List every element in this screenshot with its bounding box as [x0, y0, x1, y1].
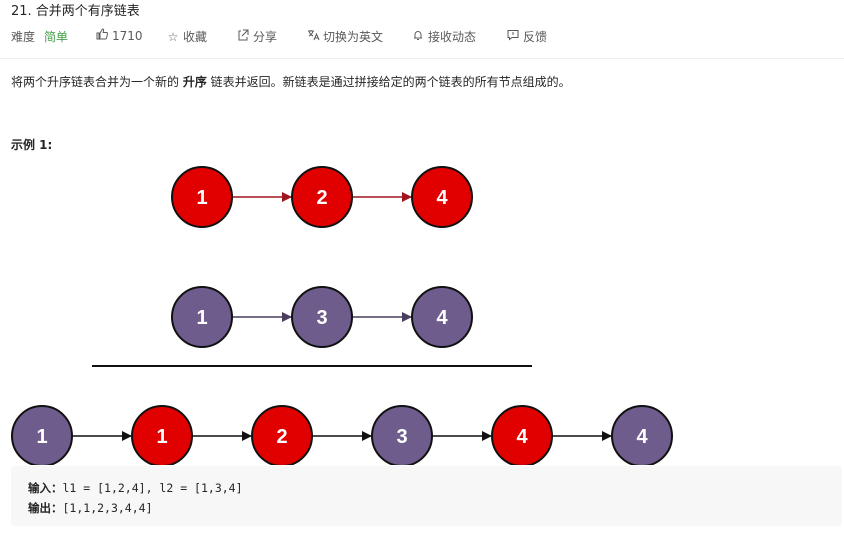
message-icon [506, 29, 520, 44]
difficulty-value: 简单 [44, 30, 69, 44]
list2-node: 4 [411, 286, 473, 348]
merged-node-circle [611, 405, 673, 465]
list2-node-label: 1 [196, 307, 207, 329]
merged-node-circle [11, 405, 73, 465]
list2-node: 1 [171, 286, 233, 348]
merged-node-circle [491, 405, 553, 465]
list2-node-circle [171, 286, 233, 348]
list2-node-circle [291, 286, 353, 348]
list2-row: 1 3 4 [171, 286, 473, 348]
like-button[interactable]: 1710 [95, 28, 143, 43]
list1-node-circle [411, 166, 473, 228]
linked-list-diagram: 1 2 4 1 3 4 1 1 2 3 4 4 [11, 166, 673, 465]
favorite-button[interactable]: ☆ 收藏 [166, 28, 207, 45]
header-divider [0, 58, 844, 59]
notify-label: 接收动态 [428, 30, 477, 44]
list1-node: 2 [291, 166, 353, 228]
list1-row: 1 2 4 [171, 166, 473, 228]
output-value: [1,1,2,3,4,4] [62, 501, 153, 515]
bell-icon [411, 29, 425, 44]
thumbs-up-icon [95, 28, 109, 43]
example-title: 示例 1: [11, 138, 53, 152]
input-label: 输入： [28, 481, 63, 495]
like-count: 1710 [112, 29, 143, 43]
feedback-button[interactable]: 反馈 [506, 28, 547, 45]
list1-node: 1 [171, 166, 233, 228]
merged-node-label: 1 [156, 426, 167, 448]
problem-title: 21. 合并两个有序链表 [11, 4, 140, 19]
example-io-block: 输入：l1 = [1,2,4], l2 = [1,3,4] 输出：[1,1,2,… [11, 466, 842, 526]
share-icon [236, 29, 250, 44]
merged-node: 2 [251, 405, 313, 465]
merged-node-label: 1 [36, 426, 47, 448]
list1-node-label: 1 [196, 187, 207, 209]
merged-node-label: 3 [396, 426, 407, 448]
star-icon: ☆ [167, 30, 179, 44]
list1-node-circle [171, 166, 233, 228]
list2-node-label: 3 [316, 307, 327, 329]
list2-node-circle [411, 286, 473, 348]
list2-node-label: 4 [436, 307, 448, 329]
merged-node-label: 2 [276, 426, 287, 448]
description-emphasis: 升序 [182, 75, 207, 89]
output-label: 输出： [28, 501, 63, 515]
merged-node-label: 4 [516, 426, 528, 448]
share-label: 分享 [253, 30, 278, 44]
list1-node-label: 4 [436, 187, 448, 209]
list1-node-label: 2 [316, 187, 327, 209]
list1-node: 4 [411, 166, 473, 228]
feedback-label: 反馈 [523, 30, 548, 44]
merged-row: 1 1 2 3 4 4 [11, 405, 673, 465]
problem-description: 将两个升序链表合并为一个新的 升序 链表并返回。新链表是通过拼接给定的两个链表的… [11, 75, 571, 89]
merged-node-circle [131, 405, 193, 465]
notify-button[interactable]: 接收动态 [411, 28, 476, 45]
switch-language-label: 切换为英文 [323, 30, 384, 44]
merged-node: 3 [371, 405, 433, 465]
merged-node-label: 4 [636, 426, 648, 448]
output-line: 输出：[1,1,2,3,4,4] [28, 500, 153, 516]
input-value: l1 = [1,2,4], l2 = [1,3,4] [62, 481, 243, 495]
merged-node: 4 [491, 405, 553, 465]
list2-node: 3 [291, 286, 353, 348]
merged-node: 4 [611, 405, 673, 465]
merged-node-circle [371, 405, 433, 465]
input-line: 输入：l1 = [1,2,4], l2 = [1,3,4] [28, 480, 243, 496]
merged-node: 1 [11, 405, 73, 465]
list1-node-circle [291, 166, 353, 228]
difficulty-label: 难度 [11, 30, 36, 44]
merged-node: 1 [131, 405, 193, 465]
favorite-label: 收藏 [183, 30, 208, 44]
merged-node-circle [251, 405, 313, 465]
translate-icon [306, 29, 320, 44]
switch-language-button[interactable]: 切换为英文 [306, 28, 383, 45]
share-button[interactable]: 分享 [236, 28, 277, 45]
